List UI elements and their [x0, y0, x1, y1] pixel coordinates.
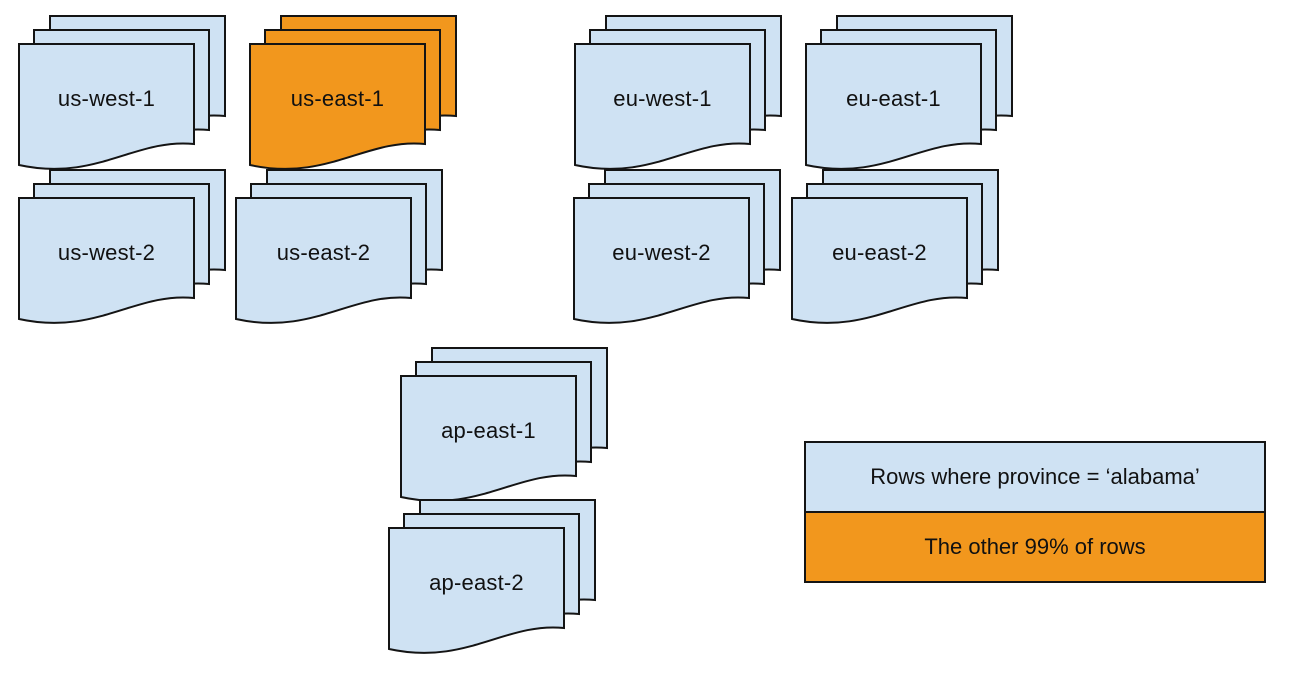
region-stack-us-west-2: us-west-2 — [18, 168, 230, 330]
document-stack-icon — [791, 169, 999, 324]
region-stack-eu-east-1: eu-east-1 — [805, 14, 1017, 176]
document-front-icon — [249, 43, 426, 170]
legend-item-alabama-rows: Rows where province = ‘alabama’ — [804, 441, 1266, 513]
document-stack-icon — [388, 499, 596, 654]
region-stack-us-west-1: us-west-1 — [18, 14, 230, 176]
document-stack-icon — [249, 15, 457, 170]
region-stack-eu-east-2: eu-east-2 — [791, 168, 1003, 330]
document-front-icon — [574, 43, 751, 170]
document-front-icon — [18, 197, 195, 324]
document-stack-icon — [400, 347, 608, 502]
document-front-icon — [388, 527, 565, 654]
region-stack-eu-west-2: eu-west-2 — [573, 168, 785, 330]
document-stack-icon — [18, 15, 226, 170]
region-stack-eu-west-1: eu-west-1 — [574, 14, 786, 176]
document-stack-icon — [574, 15, 782, 170]
document-front-icon — [573, 197, 750, 324]
document-front-icon — [235, 197, 412, 324]
region-stack-us-east-2: us-east-2 — [235, 168, 447, 330]
region-stack-ap-east-2: ap-east-2 — [388, 498, 600, 660]
region-stack-us-east-1: us-east-1 — [249, 14, 461, 176]
document-front-icon — [791, 197, 968, 324]
document-stack-icon — [235, 169, 443, 324]
legend: Rows where province = ‘alabama’The other… — [804, 441, 1266, 583]
document-stack-icon — [573, 169, 781, 324]
document-stack-icon — [805, 15, 1013, 170]
document-front-icon — [18, 43, 195, 170]
legend-item-other-rows: The other 99% of rows — [804, 511, 1266, 583]
document-front-icon — [400, 375, 577, 502]
document-stack-icon — [18, 169, 226, 324]
region-stack-ap-east-1: ap-east-1 — [400, 346, 612, 508]
document-front-icon — [805, 43, 982, 170]
